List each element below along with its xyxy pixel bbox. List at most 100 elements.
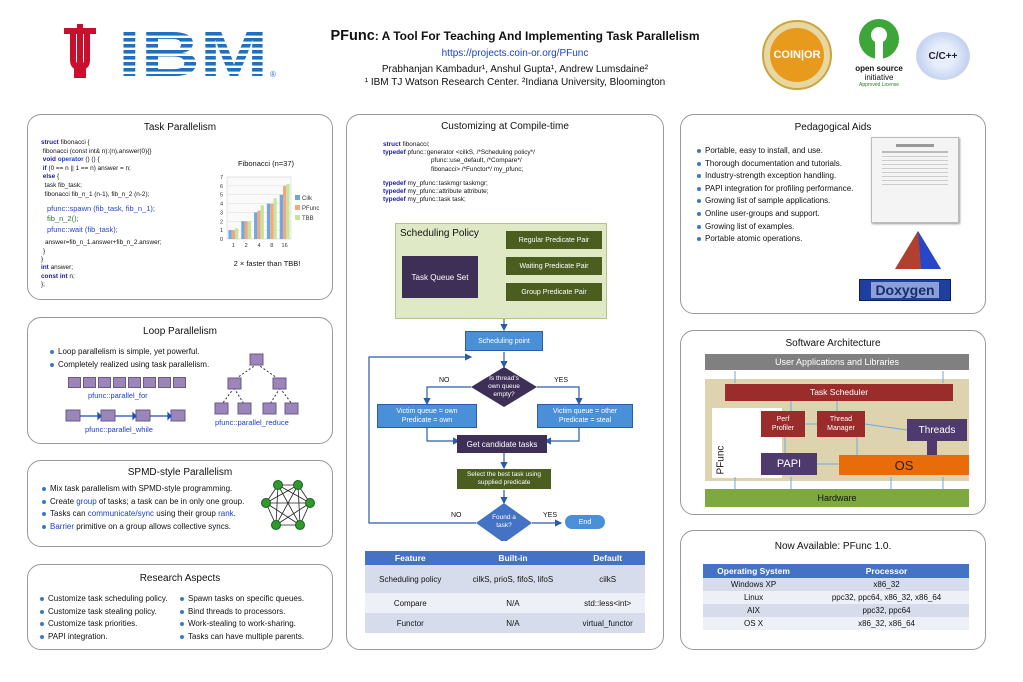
user-apps-layer: User Applications and Libraries (705, 354, 969, 370)
chart-bar (260, 205, 264, 239)
pedagogical-panel: Pedagogical Aids Portable, easy to insta… (680, 114, 986, 314)
thread-manager-box: Thread Manager (817, 411, 865, 437)
chart-x-tick-label: 16 (282, 243, 288, 249)
chart-y-tick-label: 7 (220, 175, 223, 181)
chart-legend-label: PFunc (302, 206, 319, 212)
parallel-reduce-diagram (214, 353, 299, 415)
list-item: PAPI integration. (40, 631, 167, 644)
chart-legend-swatch (295, 215, 300, 220)
list-item: Spawn tasks on specific queues. (180, 593, 304, 606)
decision-own-queue: Is thread's own queue empty? (488, 375, 520, 398)
architecture-arrows (734, 371, 944, 489)
label-yes-2: YES (543, 512, 558, 519)
parallel-while-label: pfunc::parallel_while (85, 425, 153, 434)
threads-box: Threads (907, 419, 967, 441)
table-cell: Linux (743, 593, 764, 602)
compile-title: Customizing at Compile-time (441, 121, 569, 132)
list-item: Growing list of sample applications. (697, 195, 853, 208)
list-item: PAPI integration for profiling performan… (697, 183, 853, 196)
project-url[interactable]: https://projects.coin-or.org/PFunc (441, 48, 589, 59)
svg-text:IBM: IBM (118, 26, 268, 82)
chart-x-tick-label: 1 (232, 243, 235, 249)
scheduling-point: Scheduling point (465, 331, 543, 351)
spmd-title: SPMD-style Parallelism (127, 467, 233, 478)
table-cell: N/A (506, 618, 520, 628)
chart-bar (244, 221, 248, 239)
decision-found-task: Found a task? (492, 514, 516, 529)
chart-y-tick-label: 2 (220, 219, 223, 225)
list-item: Thorough documentation and tutorials. (697, 158, 853, 171)
get-candidates-box: Get candidate tasks (457, 435, 547, 453)
list-item: Bind threads to processors. (180, 606, 304, 619)
table-cell: cilkS (599, 574, 617, 584)
label-no-1: NO (439, 377, 450, 384)
available-panel: Now Available: PFunc 1.0. Operating Syst… (680, 530, 986, 650)
chart-legend-swatch (295, 195, 300, 200)
table-header: Built-in (455, 551, 571, 565)
code-wait: pfunc::wait (fib_task); (47, 224, 118, 234)
task-scheduler-layer: Task Scheduler (725, 384, 953, 401)
table-header: Feature (365, 551, 456, 565)
research-left-list: Customize task scheduling policy. Custom… (40, 593, 167, 643)
parallel-while-diagram (65, 409, 186, 422)
list-item: Work-stealing to work-sharing. (180, 618, 304, 631)
osi-keyhole-icon (859, 19, 899, 60)
table-row: Scheduling policy cilkS, prioS, fifoS, l… (365, 565, 645, 593)
table-header: Processor (804, 564, 969, 578)
table-cell: OS X (743, 619, 764, 628)
poster-title: PFunc: A Tool For Teaching And Implement… (330, 28, 700, 44)
table-row: OS X x86_32, x86_64 (703, 617, 969, 630)
table-cell: virtual_functor (582, 618, 633, 628)
parallel-reduce-label: pfunc::parallel_reduce (215, 418, 289, 427)
iu-logo (56, 24, 104, 80)
parallel-for-diagram (68, 376, 194, 390)
loop-iteration-block (143, 377, 156, 388)
regular-predicate-pair: Regular Predicate Pair (506, 231, 602, 249)
list-item: Tasks can communicate/sync using their g… (42, 508, 244, 521)
chart-bar (231, 230, 236, 239)
table-cell: ppc32, ppc64 (862, 606, 911, 615)
table-cell: x86_32, x86_64 (858, 619, 915, 628)
chart-y-tick-label: 3 (220, 210, 223, 216)
table-cell: Functor (396, 618, 424, 628)
documentation-thumbnail (871, 137, 959, 223)
loop-iteration-block (173, 377, 186, 388)
chart-bar (270, 203, 274, 239)
table-cell: AIX (747, 606, 760, 615)
chart-x-tick-label: 2 (245, 243, 248, 249)
waiting-predicate-pair: Waiting Predicate Pair (506, 257, 602, 275)
hardware-layer: Hardware (705, 489, 969, 507)
doxygen-logo: Doxygen (859, 279, 951, 301)
victim-own-box: Victim queue = own Predicate = own (377, 404, 477, 428)
victim-other-box: Victim queue = other Predicate = steal (537, 404, 633, 428)
chart-legend-swatch (295, 205, 300, 210)
feature-table: Feature Built-in Default Scheduling poli… (365, 551, 645, 633)
scheduling-flowchart (368, 319, 583, 541)
select-best-box: Select the best task using supplied pred… (457, 469, 551, 489)
loop-bullets: Loop parallelism is simple, yet powerful… (50, 346, 209, 371)
code-close1: } (43, 248, 46, 255)
chart-x-tick-label: 8 (270, 243, 273, 249)
compile-panel: Customizing at Compile-time struct fibon… (346, 114, 664, 650)
software-title: Software Architecture (785, 338, 881, 349)
table-row: Compare N/A std::less<int> (365, 593, 645, 613)
chart-caption: 2 × faster than TBB! (233, 259, 301, 268)
loop-iteration-block (158, 377, 171, 388)
cpp-logo: C/C++ (916, 32, 970, 80)
task-parallelism-title: Task Parallelism (143, 122, 217, 133)
pedagogical-title: Pedagogical Aids (794, 122, 872, 133)
table-cell: x86_32 (873, 580, 900, 589)
coin-or-logo: COIN|OR (762, 20, 832, 90)
chart-bar (286, 184, 290, 239)
parallel-for-label: pfunc::parallel_for (88, 391, 148, 400)
chart-y-tick-label: 5 (220, 193, 223, 199)
list-item: Customize task priorities. (40, 618, 167, 631)
list-item: Barrier primitive on a group allows coll… (42, 521, 244, 534)
chart-bar (254, 212, 258, 239)
loop-iteration-block (83, 377, 96, 388)
threads-connector (927, 441, 937, 457)
table-cell: N/A (506, 598, 520, 608)
osi-logo: open source initiative Approved License (848, 18, 910, 94)
mesa-triangle-icon (895, 231, 941, 269)
loop-iteration-block (68, 377, 81, 388)
